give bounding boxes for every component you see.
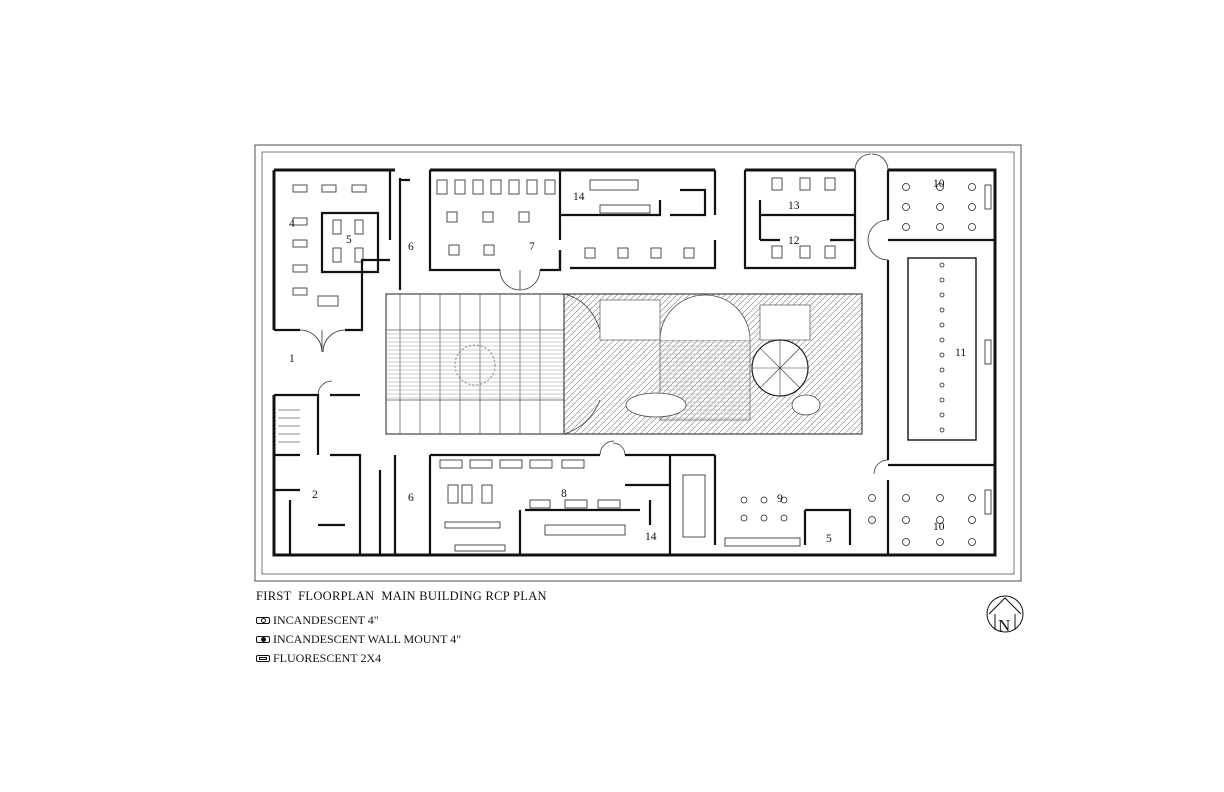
room-label-4: 4 [289, 218, 295, 230]
room-label-13: 13 [788, 200, 800, 212]
room-label-10: 10 [933, 521, 945, 533]
legend-label: INCANDESCENT WALL MOUNT 4" [273, 632, 462, 646]
courtyard-deck [385, 293, 565, 435]
site-border [254, 144, 1022, 582]
room-label-12: 12 [788, 235, 800, 247]
room-label-5: 5 [346, 234, 352, 246]
plan-title: FIRST FLOORPLAN MAIN BUILDING RCP PLAN [256, 589, 547, 603]
room-label-14: 14 [645, 531, 657, 543]
room-label-14: 14 [573, 191, 585, 203]
wall-mount-icon [256, 636, 270, 643]
legend-item-fluorescent: FLUORESCENT 2X4 [256, 651, 381, 666]
room-label-1: 1 [289, 353, 295, 365]
north-label: N [998, 616, 1010, 635]
interior-walls [274, 170, 995, 555]
room-label-7: 7 [529, 241, 535, 253]
room-label-9: 9 [777, 493, 783, 505]
legend-label: INCANDESCENT 4" [273, 613, 379, 627]
furniture [278, 177, 836, 552]
exterior-walls [272, 168, 997, 557]
legend-label: FLUORESCENT 2X4 [273, 651, 382, 665]
incandescent-icon [256, 617, 270, 624]
legend-item-incandescent: INCANDESCENT 4" [256, 613, 379, 628]
room-label-6: 6 [408, 241, 414, 253]
room-label-10: 10 [933, 178, 945, 190]
legend-item-wall-mount: INCANDESCENT WALL MOUNT 4" [256, 632, 461, 647]
fluorescent-icon [256, 655, 270, 662]
room-label-8: 8 [561, 488, 567, 500]
north-arrow-icon: N [986, 595, 1024, 635]
room-label-2: 2 [312, 489, 318, 501]
garden-area [563, 293, 863, 435]
room-labels: 1 2 4 5 5 6 6 7 8 9 10 10 11 12 13 14 14 [289, 178, 966, 545]
room-label-6: 6 [408, 492, 414, 504]
room-label-5: 5 [826, 533, 832, 545]
light-fixtures [740, 183, 992, 546]
door-swings [299, 153, 889, 475]
room-label-11: 11 [955, 347, 966, 359]
